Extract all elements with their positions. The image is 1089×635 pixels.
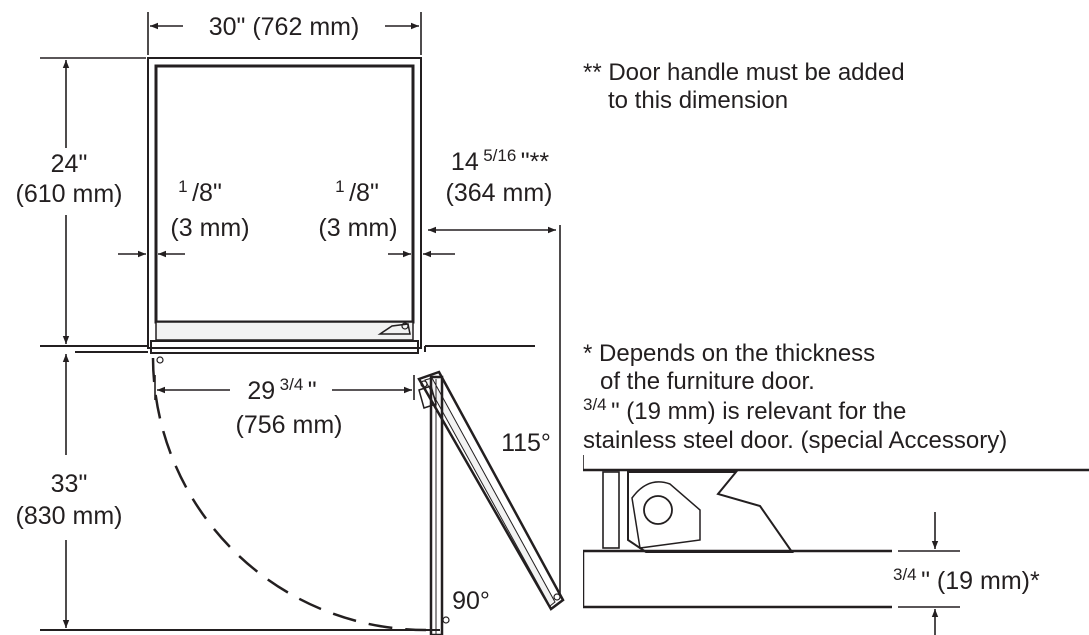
swing-mm-label: (830 mm) (16, 502, 123, 530)
appliance-body (147, 57, 422, 364)
thickness-note-line1: * Depends on the thickness (583, 340, 875, 367)
inner-width-mm-label: (756 mm) (236, 411, 343, 439)
door-clear-suffix: "** (521, 148, 550, 176)
gap-right-den: /8" (349, 179, 379, 207)
door-clear-whole: 14 (451, 148, 479, 176)
handle-note-line2: to this dimension (608, 87, 788, 114)
width-top-label: 30" (762 mm) (209, 13, 360, 41)
hinge-detail (583, 455, 1089, 635)
thickness-note-line3: 3/4 " (19 mm) is relevant for the (583, 395, 906, 425)
thickness-note-line4: stainless steel door. (special Accessory… (583, 427, 1007, 454)
thickness-label: 3/4 " (19 mm)* (893, 565, 1040, 595)
gap-right-fraction: 1 /8" (335, 177, 379, 207)
gap-left-num: 1 (178, 177, 187, 196)
thickness-note-line2: of the furniture door. (600, 368, 815, 395)
angle-90-label: 90° (452, 587, 490, 615)
depth-mm-label: (610 mm) (16, 180, 123, 208)
dimension-lines (40, 12, 561, 628)
countertop-lines (40, 345, 535, 631)
gap-right-mm-label: (3 mm) (318, 214, 397, 242)
thickness-note-rest: " (19 mm) is relevant for the (611, 398, 906, 425)
inner-width-whole: 29 (247, 377, 275, 405)
inner-width-suffix: " (308, 377, 317, 405)
thickness-note-frac: 3/4 (583, 395, 607, 414)
gap-right-num: 1 (335, 177, 344, 196)
gap-left-den: /8" (192, 179, 222, 207)
gap-left-mm-label: (3 mm) (170, 214, 249, 242)
door-swing (151, 357, 565, 635)
inner-width-frac: 3/4 (280, 375, 304, 394)
swing-in-label: 33" (51, 470, 88, 498)
door-clearance-label: 14 5/16 "** (451, 146, 549, 176)
thickness-frac: 3/4 (893, 565, 917, 584)
door-clear-frac: 5/16 (483, 146, 516, 165)
angle-115-label: 115° (501, 429, 551, 457)
thickness-rest: " (19 mm)* (921, 567, 1040, 595)
depth-in-label: 24" (51, 150, 88, 178)
door-clearance-mm-label: (364 mm) (446, 179, 553, 207)
handle-note-line1: ** Door handle must be added (583, 59, 905, 86)
gap-left-fraction: 1 /8" (178, 177, 222, 207)
inner-width-label: 29 3/4 " (247, 375, 316, 405)
